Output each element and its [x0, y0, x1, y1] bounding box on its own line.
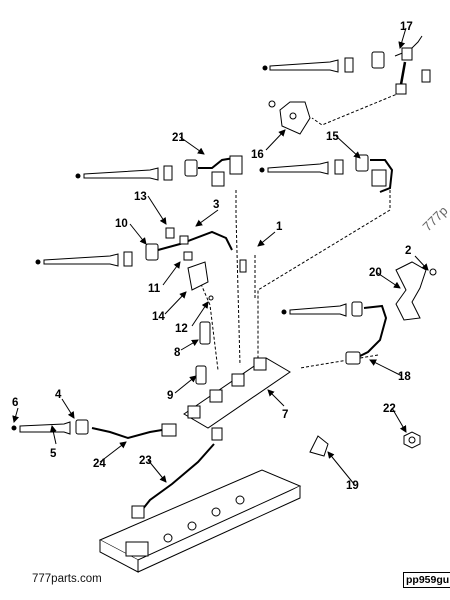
callout-21: 21 [172, 132, 185, 144]
fuel-rail-7 [183, 259, 291, 441]
callout-23: 23 [139, 455, 152, 467]
callout-10: 10 [115, 218, 128, 230]
injector-17 [262, 35, 431, 95]
injector-18 [281, 301, 388, 365]
injector-15 [259, 154, 394, 193]
clip-19 [309, 435, 329, 457]
callout-9: 9 [167, 390, 173, 402]
callout-17: 17 [400, 21, 413, 33]
callout-4: 4 [55, 389, 62, 401]
fuel-line-23 [131, 443, 215, 519]
source-site-text: 777parts.com [32, 573, 102, 585]
injector-21 [75, 155, 243, 187]
callout-1: 1 [276, 221, 283, 233]
callout-18: 18 [398, 371, 411, 383]
fuel-line-24 [11, 419, 177, 440]
callout-15: 15 [326, 131, 339, 143]
cylinder-head-plate [98, 469, 302, 573]
nut-22 [403, 431, 421, 449]
callout-19: 19 [346, 480, 359, 492]
callout-5: 5 [50, 448, 57, 460]
watermark-right: 777p [420, 203, 450, 234]
callout-8: 8 [174, 347, 181, 359]
callout-16: 16 [251, 149, 264, 161]
callout-labels: 1 2 3 4 5 6 7 8 9 10 11 12 13 14 15 16 1… [12, 21, 413, 492]
callout-2: 2 [405, 245, 411, 257]
callout-24: 24 [93, 458, 106, 470]
figure-code-label: pp959gu [403, 572, 450, 588]
injector-10 [35, 227, 233, 301]
callout-20: 20 [369, 267, 382, 279]
callout-12: 12 [175, 323, 188, 335]
bracket-16 [268, 100, 311, 135]
callout-14: 14 [152, 311, 165, 323]
callout-3: 3 [213, 199, 219, 211]
callout-13: 13 [134, 191, 147, 203]
callout-11: 11 [148, 283, 161, 295]
callout-6: 6 [12, 397, 18, 409]
callout-22: 22 [383, 403, 396, 415]
callout-leaders [12, 27, 429, 485]
bracket-20 [395, 261, 437, 321]
callout-7: 7 [282, 409, 288, 421]
